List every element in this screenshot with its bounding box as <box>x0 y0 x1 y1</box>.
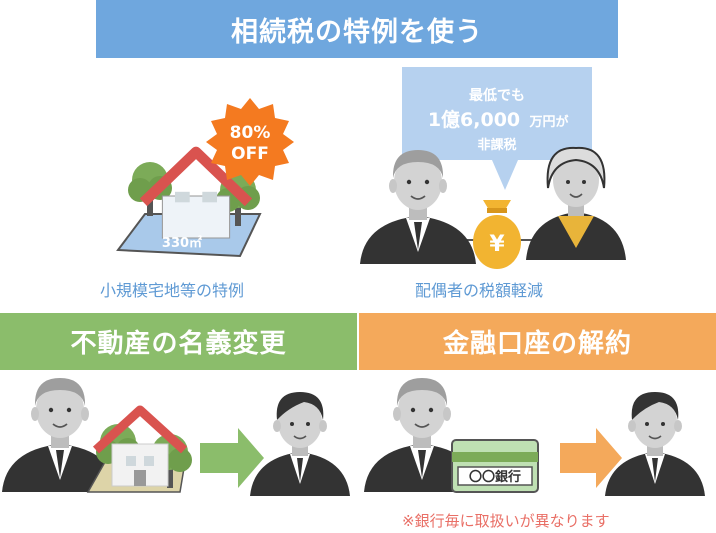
bubble-line1: 最低でも <box>469 87 525 104</box>
real-estate-transfer-illustration <box>1 377 351 497</box>
transfer-arrow-icon <box>560 428 622 488</box>
money-bag-icon: ¥ <box>473 200 521 269</box>
bubble-amount: 1億6,000 <box>428 108 520 131</box>
spouse-tax-illustration: 最低でも 1億6,000 万円が 非課税 ¥ <box>359 67 626 269</box>
discount-badge-icon: 80% OFF <box>206 98 294 186</box>
transfer-arrow-icon <box>200 428 264 488</box>
heir-icon <box>604 391 706 497</box>
house-icon <box>139 146 253 239</box>
husband-icon <box>359 149 477 265</box>
residential-land-illustration: 330㎡ <box>116 146 262 258</box>
bankbook-label: 〇〇銀行 <box>469 469 521 485</box>
bank-account-banner-title: 金融口座の解約 <box>359 313 716 370</box>
speech-bubble <box>402 67 592 190</box>
land-area-label: 330㎡ <box>162 235 202 251</box>
bubble-line3: 非課税 <box>477 137 516 153</box>
discount-off-text: OFF <box>231 144 269 164</box>
bubble-unit: 万円が <box>528 114 568 130</box>
discount-percent-text: 80% <box>230 123 271 143</box>
small-residential-land-caption: 小規模宅地等の特例 <box>100 281 245 300</box>
real-estate-banner-title: 不動産の名義変更 <box>0 313 357 370</box>
top-banner-title: 相続税の特例を使う <box>96 0 618 58</box>
heir-icon <box>249 391 351 497</box>
spouse-tax-reduction-caption: 配偶者の税額軽減 <box>415 281 544 300</box>
bank-account-illustration: 〇〇銀行 <box>363 377 706 497</box>
bankbook-icon: 〇〇銀行 <box>451 439 539 493</box>
bank-note: ※銀行毎に取扱いが異なります <box>402 512 610 530</box>
yen-symbol: ¥ <box>489 232 505 257</box>
wife-icon <box>526 146 626 260</box>
